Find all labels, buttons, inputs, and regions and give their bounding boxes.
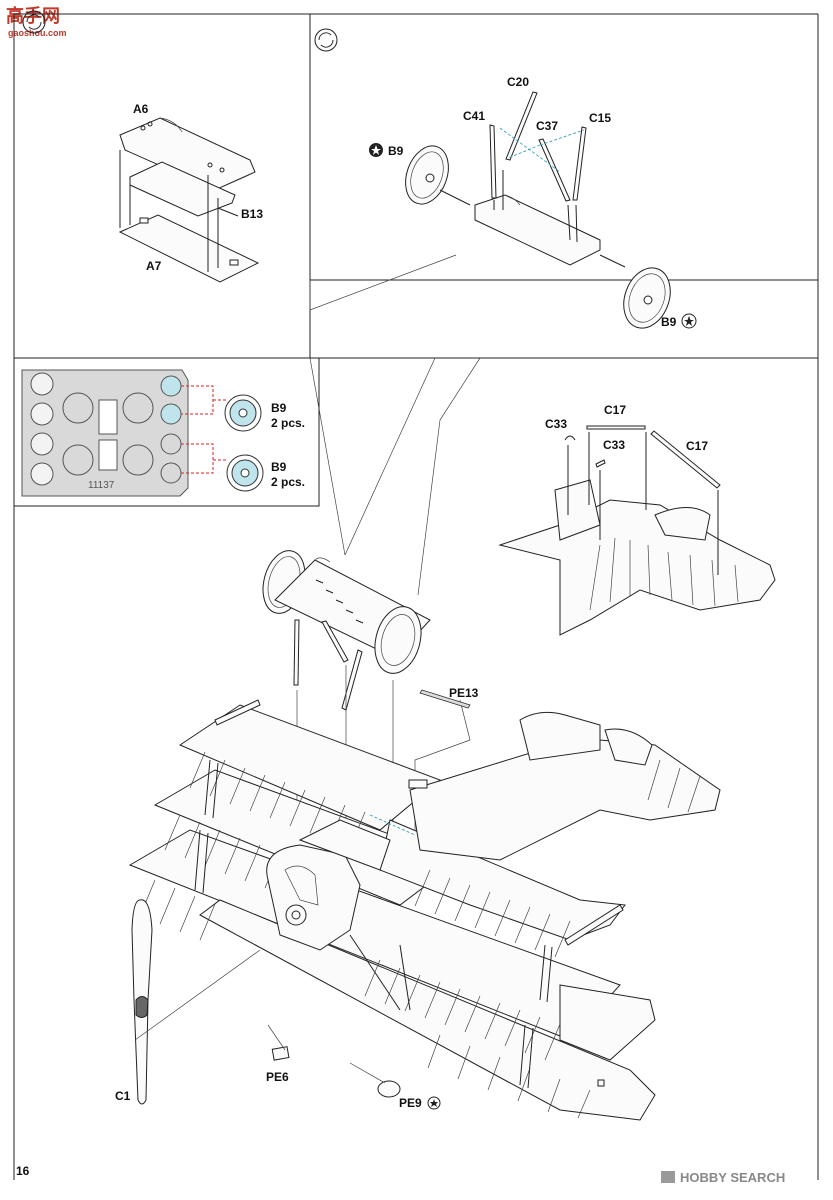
sprue-callout-qty-1: 2 pcs. bbox=[271, 416, 305, 430]
part-label-b9-left: B9 bbox=[388, 144, 404, 158]
part-label-c37: C37 bbox=[536, 119, 558, 133]
sprue-callout-part-2: B9 bbox=[271, 460, 287, 474]
sprue-number: 11137 bbox=[88, 480, 115, 491]
part-label-c17-a: C17 bbox=[604, 403, 626, 417]
part-label-pe13: PE13 bbox=[449, 686, 479, 700]
sprue-diagram: 11137 B9 2 pcs. B9 2 pcs. bbox=[13, 357, 320, 507]
page-frame bbox=[13, 13, 819, 1180]
pe-parts bbox=[134, 949, 401, 1098]
part-label-a6: A6 bbox=[133, 102, 149, 116]
logo-text: 高手网 bbox=[6, 5, 60, 26]
step2-undercarriage: B9 C20 C41 C37 C15 B9 bbox=[369, 75, 697, 329]
star-icon bbox=[427, 1096, 441, 1110]
part-label-b9-right: B9 bbox=[661, 315, 677, 329]
part-label-c1: C1 bbox=[115, 1089, 131, 1103]
callout-lines bbox=[309, 254, 481, 596]
part-label-c33-b: C33 bbox=[603, 438, 625, 452]
part-label-c20: C20 bbox=[507, 75, 529, 89]
rotate-step-icon bbox=[22, 10, 46, 34]
propeller-part bbox=[131, 899, 153, 1105]
part-label-c33-a: C33 bbox=[545, 417, 567, 431]
sprue-callout-part-1: B9 bbox=[271, 401, 287, 415]
page-number: 16 bbox=[16, 1164, 30, 1178]
rotate-step-icon bbox=[314, 28, 338, 52]
sprue-callout-qty-2: 2 pcs. bbox=[271, 475, 305, 489]
triplane-model bbox=[128, 689, 721, 1121]
part-label-pe9: PE9 bbox=[399, 1096, 422, 1110]
part-label-c17-b: C17 bbox=[686, 439, 708, 453]
step1-axle-fairing: A6 B13 A7 bbox=[118, 102, 263, 283]
star-icon bbox=[681, 313, 697, 329]
part-label-c15: C15 bbox=[589, 111, 611, 125]
hobby-search-text: HOBBY SEARCH bbox=[680, 1170, 785, 1185]
hobby-search-watermark: HOBBY SEARCH bbox=[661, 1170, 785, 1185]
part-label-pe6: PE6 bbox=[266, 1070, 289, 1084]
tail-skid-detail: C33 C17 C33 C17 bbox=[498, 403, 776, 636]
part-label-c41: C41 bbox=[463, 109, 485, 123]
star-icon bbox=[369, 143, 383, 157]
part-label-a7: A7 bbox=[146, 259, 162, 273]
part-label-b13: B13 bbox=[241, 207, 263, 221]
undercarriage-subassembly bbox=[262, 550, 431, 711]
